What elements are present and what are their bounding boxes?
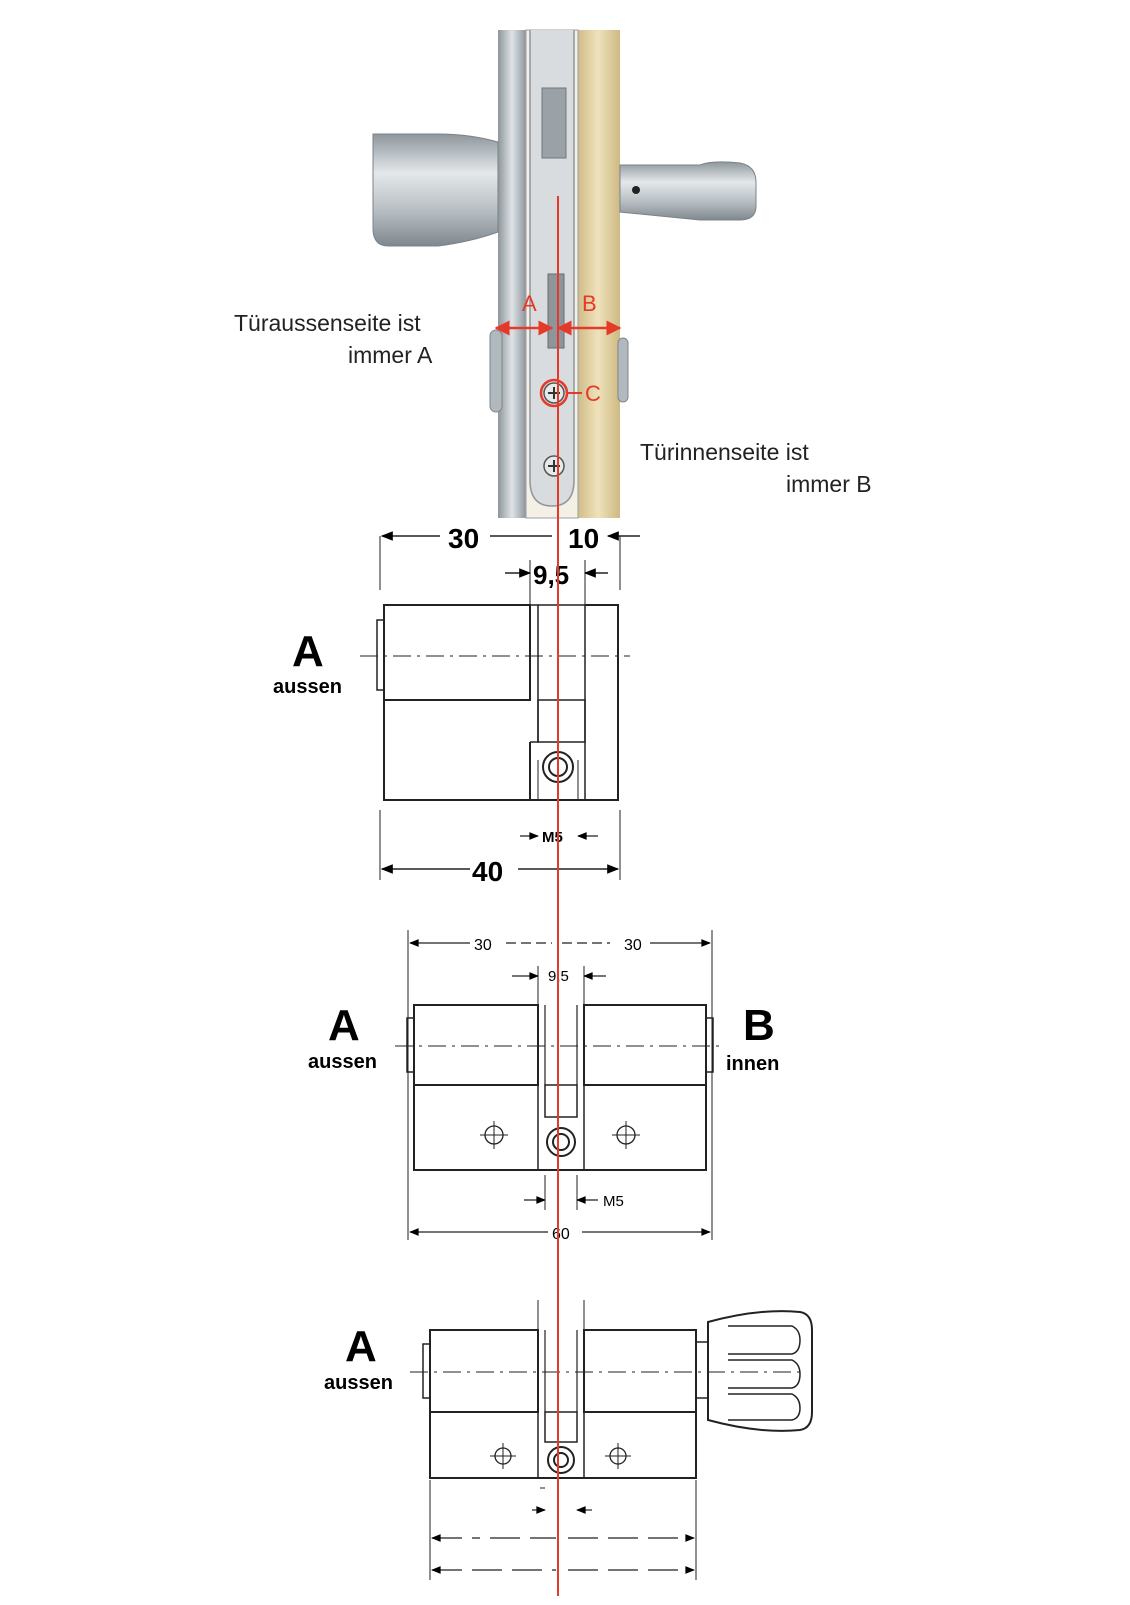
- double-left-word: aussen: [308, 1051, 377, 1073]
- double-right-plug: [583, 1004, 707, 1086]
- half-cylinder-drawing: [360, 531, 640, 880]
- half-dim-total: 40: [472, 856, 503, 887]
- double-cylinder-drawing: [395, 930, 725, 1240]
- double-dim-right: 30: [624, 937, 642, 954]
- half-dim-screw: M5: [542, 829, 563, 846]
- double-dim-total: 60: [552, 1226, 570, 1243]
- inside-lever-handle: [619, 161, 757, 221]
- side-a-label: A: [522, 291, 537, 316]
- lever-grub-screw: [632, 186, 640, 194]
- double-cylinder-body: [413, 1085, 707, 1171]
- half-cam-slot: [537, 699, 586, 743]
- outside-caption-line1: Türaussenseite ist: [234, 310, 421, 336]
- half-side-letter: A: [292, 627, 324, 676]
- outside-caption-line2: immer A: [348, 342, 433, 368]
- door-illustration: A B C: [372, 29, 757, 519]
- knob-side-letter: A: [345, 1322, 377, 1371]
- inside-escutcheon: [617, 337, 629, 403]
- side-b-label: B: [582, 291, 597, 316]
- double-left-plug: [413, 1004, 539, 1086]
- double-right-word: innen: [726, 1053, 779, 1075]
- half-dim-cam: 9,5: [533, 560, 569, 590]
- thumb-turn-knob: [707, 1310, 813, 1432]
- cylinder-slot: [547, 273, 565, 349]
- door-wood-core: [576, 30, 620, 518]
- half-dim-left: 30: [448, 523, 479, 554]
- double-dim-left: 30: [474, 937, 492, 954]
- knob-cam-slot: [544, 1411, 578, 1443]
- screw-c-label: C: [585, 381, 601, 406]
- double-right-letter: B: [743, 1001, 775, 1050]
- knob-cylinder-drawing: [410, 1300, 813, 1580]
- outside-lever-handle: [372, 133, 499, 247]
- double-screw-hole: [546, 1127, 576, 1157]
- knob-screw-hole: [547, 1446, 575, 1474]
- outside-escutcheon: [489, 329, 503, 413]
- half-cylinder-plug: [383, 604, 531, 701]
- knob-side-word: aussen: [324, 1372, 393, 1394]
- knob-left-plug: [429, 1329, 539, 1413]
- double-dim-screw: M5: [603, 1193, 624, 1210]
- inside-caption-line1: Türinnenseite ist: [640, 439, 809, 465]
- latch-bolt: [541, 87, 567, 159]
- knob-cylinder-body: [429, 1412, 697, 1479]
- double-left-letter: A: [328, 1001, 360, 1050]
- door-outer-face: [498, 30, 526, 518]
- half-cylinder-body: [383, 700, 530, 801]
- inside-caption-line2: immer B: [786, 471, 872, 497]
- half-dim-right: 10: [568, 523, 599, 554]
- double-cam-slot: [544, 1084, 578, 1118]
- half-side-word: aussen: [273, 676, 342, 698]
